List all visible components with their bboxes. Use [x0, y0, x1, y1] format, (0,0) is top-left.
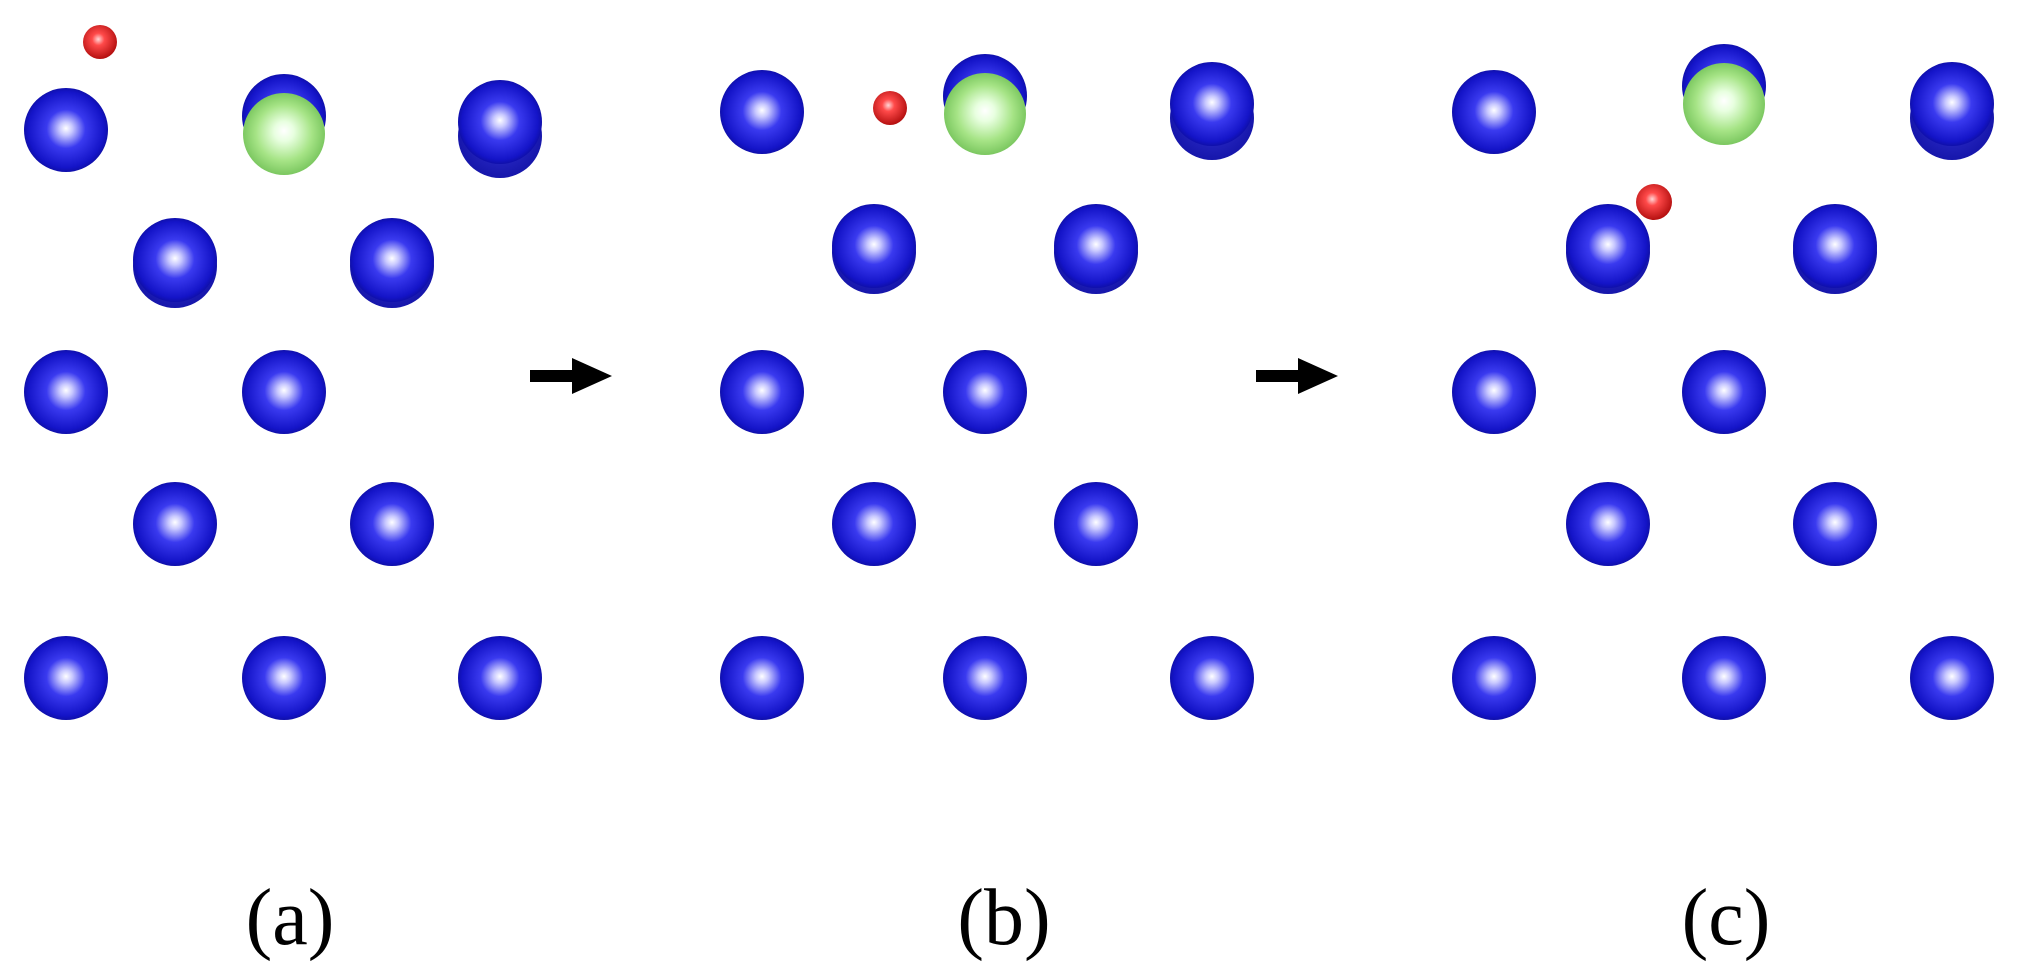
atom-c-top-right — [1910, 62, 1994, 160]
atom-a-row2-right — [350, 218, 434, 308]
atom-c-row4-left — [1566, 482, 1650, 566]
atom-a-bottom-left — [24, 636, 108, 720]
atom-a-red — [83, 25, 117, 59]
atom-a-row2-left — [133, 218, 217, 308]
atom-a-row3-mid — [242, 350, 326, 434]
atom-a-row4-left — [133, 482, 217, 566]
atom-a-row4-right — [350, 482, 434, 566]
atom-b-row3-mid — [943, 350, 1027, 434]
atom-a-top-left — [24, 88, 108, 172]
atom-b-top-right — [1170, 62, 1254, 160]
atom-b-row2-left — [832, 204, 916, 294]
atom-c-row2-left — [1566, 204, 1650, 294]
atom-a-row3-left — [24, 350, 108, 434]
atom-c-row3-mid — [1682, 350, 1766, 434]
atom-b-bottom-left — [720, 636, 804, 720]
panel-label-b: (b) — [957, 874, 1050, 962]
atom-a-top-right — [458, 80, 542, 178]
panel-a — [24, 25, 542, 720]
atom-a-bottom-mid — [242, 636, 326, 720]
atom-c-row2-right — [1793, 204, 1877, 294]
atom-b-green — [943, 54, 1027, 155]
panel-label-a: (a) — [246, 874, 335, 962]
atom-a-bottom-right — [458, 636, 542, 720]
atom-c-bottom-right — [1910, 636, 1994, 720]
atom-c-bottom-mid — [1682, 636, 1766, 720]
atom-b-row4-left — [832, 482, 916, 566]
atom-a-green — [242, 74, 326, 175]
atom-b-row2-right — [1054, 204, 1138, 294]
panel-c — [1452, 44, 1994, 720]
atom-c-red — [1636, 184, 1672, 220]
arrow-b-to-c — [1256, 358, 1338, 394]
atom-c-top-left — [1452, 70, 1536, 154]
atom-b-row4-right — [1054, 482, 1138, 566]
panel-label-c: (c) — [1682, 874, 1771, 962]
atom-b-row3-left — [720, 350, 804, 434]
panel-b — [720, 54, 1254, 720]
atom-c-bottom-left — [1452, 636, 1536, 720]
arrow-a-to-b — [530, 358, 612, 394]
atom-c-row3-left — [1452, 350, 1536, 434]
atom-c-row4-right — [1793, 482, 1877, 566]
atom-b-red — [873, 91, 907, 125]
atom-b-bottom-right — [1170, 636, 1254, 720]
atom-c-green — [1682, 44, 1766, 145]
atom-b-top-left — [720, 70, 804, 154]
atom-b-bottom-mid — [943, 636, 1027, 720]
